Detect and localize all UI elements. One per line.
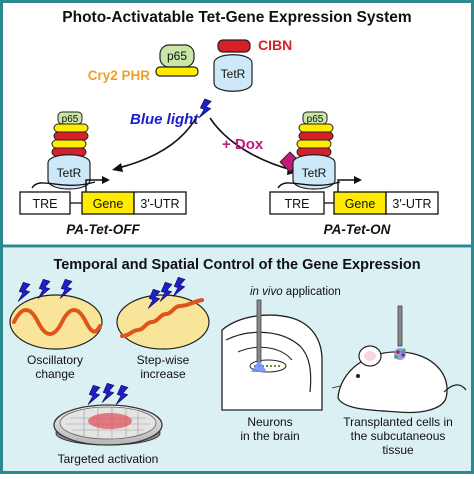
tetr-label-off: TetR — [57, 166, 82, 180]
cibn-rod — [217, 39, 251, 53]
tre-label-on: TRE — [285, 197, 310, 211]
transplanted-label-3: tissue — [382, 443, 414, 457]
top-panel-title: Photo-Activatable Tet-Gene Expression Sy… — [62, 9, 411, 26]
free-p65-cry2: p65 Cry2 PHR — [88, 44, 199, 83]
bottom-panel: Temporal and Spatial Control of the Gene… — [3, 248, 471, 471]
transplanted-label-1: Transplanted cells in — [343, 415, 453, 429]
stepwise-curve — [120, 298, 204, 338]
mouse-illustration: Transplanted cells in the subcutaneous t… — [331, 305, 467, 457]
neurons-label-2: in the brain — [240, 429, 299, 443]
stepwise-label-1: Step-wise — [137, 353, 190, 367]
pa-tet-on-label: PA-Tet-ON — [324, 222, 391, 237]
blue-light-label: Blue light — [130, 111, 199, 128]
oscillatory-label-1: Oscillatory — [27, 353, 83, 367]
brain-target-region — [249, 359, 287, 373]
cibn-rod — [53, 131, 89, 141]
dna-on — [277, 181, 341, 189]
top-panel: Photo-Activatable Tet-Gene Expression Sy… — [19, 9, 439, 237]
activated-region — [88, 413, 132, 429]
p65-label: p65 — [167, 49, 187, 63]
oscillatory-label-2: change — [35, 367, 75, 381]
cry2-rod-2 — [51, 139, 87, 149]
tetr-shape-on — [292, 154, 336, 190]
optical-fiber-mouse — [397, 305, 403, 347]
p65-label-on: p65 — [307, 114, 324, 125]
pa-tet-off-label: PA-Tet-OFF — [66, 222, 140, 237]
arrow-to-on — [209, 117, 293, 171]
brain-illustration: Neurons in the brain — [221, 299, 323, 443]
mouse-tail — [443, 384, 467, 393]
tetr-label: TetR — [221, 67, 246, 81]
utr-label-on: 3'-UTR — [392, 197, 431, 211]
targeted-label: Targeted activation — [58, 452, 159, 466]
cell-ellipse-2 — [116, 294, 210, 350]
bottom-panel-title: Temporal and Spatial Control of the Gene… — [53, 257, 420, 273]
fiber-light — [251, 360, 267, 372]
tss-arrow-off — [85, 179, 104, 192]
in-vivo-label: in vivo application — [250, 286, 341, 298]
arrow-head-off — [112, 163, 123, 172]
cibn-tetr: CIBN TetR — [213, 37, 292, 92]
tss-arrow-on — [337, 179, 356, 192]
stepwise-panel: Step-wise increase — [116, 276, 210, 381]
oscillation-wave — [12, 308, 102, 336]
arrow-to-off — [117, 117, 197, 169]
cry2-rod — [53, 123, 89, 133]
tetr-label-on: TetR — [302, 166, 327, 180]
brain-outline — [221, 314, 323, 411]
p65-label-off: p65 — [62, 114, 79, 125]
gene-label-on: Gene — [345, 197, 376, 211]
transplanted-label-2: the subcutaneous — [351, 429, 446, 443]
cry2-label: Cry2 PHR — [88, 68, 151, 83]
utr-box-on — [385, 191, 439, 215]
tre-label-off: TRE — [33, 197, 58, 211]
tet-on-construct: p65 TetR TRE Gene 3'-UTR PA-Tet-ON — [269, 111, 439, 237]
utr-label-off: 3'-UTR — [140, 197, 179, 211]
utr-box-off — [133, 191, 187, 215]
stepwise-label-2: increase — [140, 367, 186, 381]
optical-fiber — [256, 299, 262, 363]
cell-ellipse-1 — [9, 294, 103, 350]
dox-label: + Dox — [222, 136, 264, 153]
tet-off-construct: p65 TetR TRE Gene 3'-UTR PA-Tet-OFF — [19, 111, 187, 237]
cibn-label: CIBN — [258, 37, 292, 53]
tetr-shape — [213, 54, 253, 92]
cry2-phr-rod — [155, 66, 199, 77]
gene-label-off: Gene — [93, 197, 124, 211]
culture-dish: Targeted activation — [53, 382, 163, 466]
mouse-eye — [356, 374, 360, 378]
neurons-label-1: Neurons — [247, 415, 292, 429]
oscillatory-panel: Oscillatory change — [9, 278, 103, 381]
